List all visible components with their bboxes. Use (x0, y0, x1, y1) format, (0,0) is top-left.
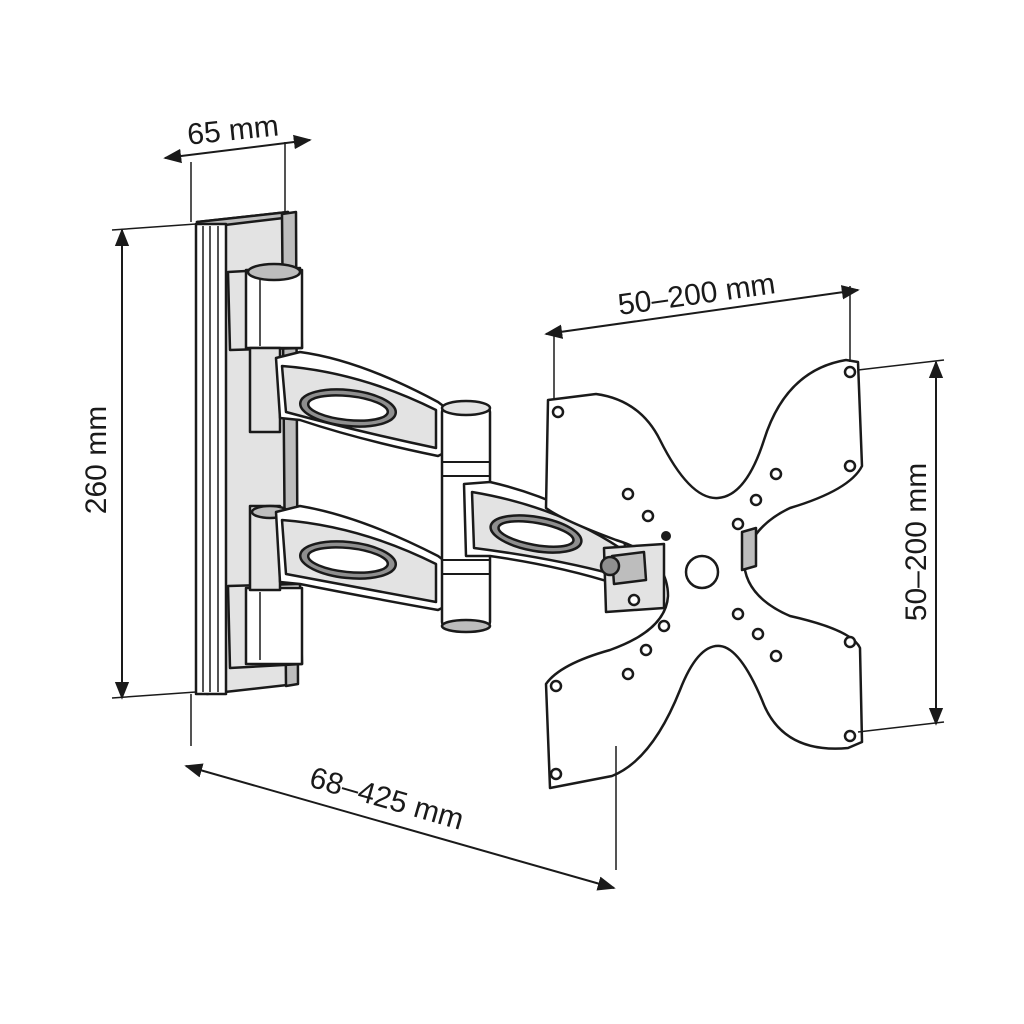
wall-hinge-lower (226, 582, 304, 670)
label-68-425mm: 68–425 mm (306, 761, 467, 836)
dimension-wall-plate-depth: 65 mm (163, 109, 312, 222)
upper-arm (274, 350, 448, 458)
dimension-vesa-vertical: 50–200 mm (857, 359, 945, 733)
wall-hinge-upper (226, 262, 304, 352)
vesa-mounting-holes (549, 365, 857, 781)
dimension-wall-plate-height: 260 mm (80, 223, 197, 700)
label-260mm: 260 mm (80, 406, 113, 514)
lower-arm (274, 504, 448, 612)
vesa-plate (544, 358, 864, 790)
label-vesa-vertical: 50–200 mm (900, 463, 933, 621)
